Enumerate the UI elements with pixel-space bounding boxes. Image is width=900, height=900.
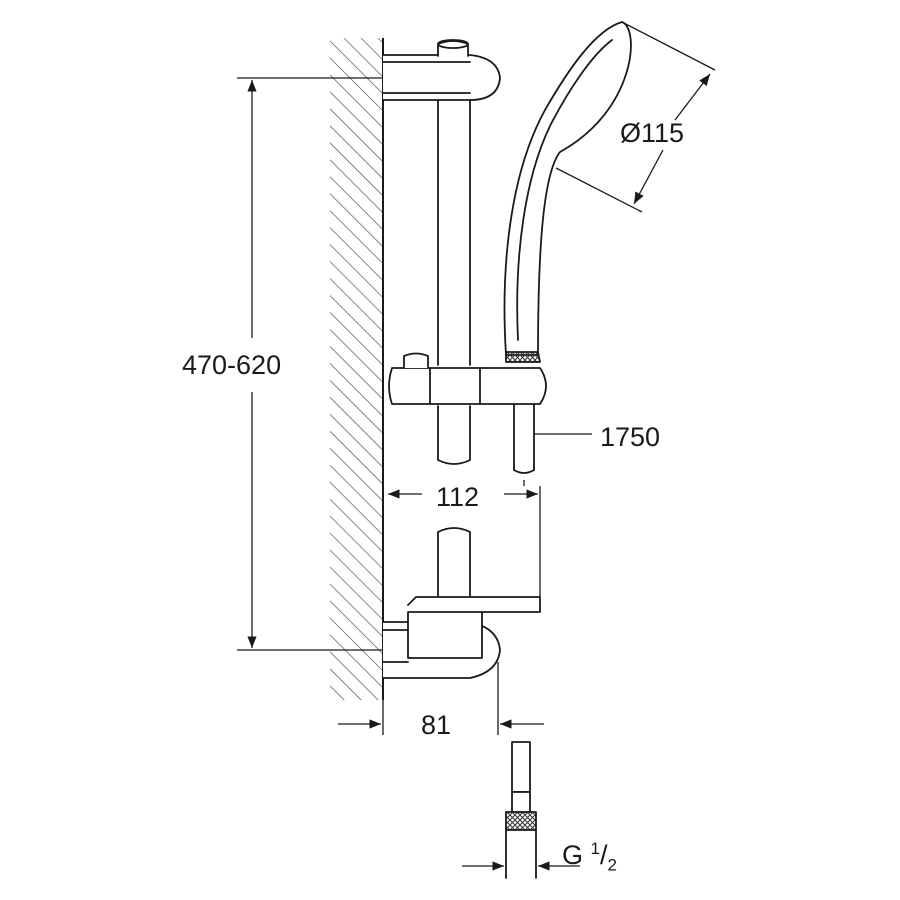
hose-connector xyxy=(505,741,537,879)
height-dimension xyxy=(237,77,383,651)
diameter-dimension xyxy=(555,21,716,213)
thread-numerator: 1 xyxy=(590,839,600,858)
slide-rail xyxy=(437,99,471,606)
wall-hatching xyxy=(330,38,383,700)
wall-offset-dimension xyxy=(338,662,544,735)
slider-offset-label: 112 xyxy=(436,482,480,512)
hose-length-label: 1750 xyxy=(600,422,661,452)
hand-shower xyxy=(503,21,632,363)
thread-prefix: G xyxy=(562,840,591,870)
slider-offset-dimension xyxy=(388,480,541,597)
slider-holder xyxy=(388,352,547,474)
thread-label: G 1/2 xyxy=(562,839,617,875)
thread-denominator: 2 xyxy=(607,855,617,875)
wall xyxy=(330,38,384,700)
top-bracket xyxy=(382,39,501,101)
diameter-label: Ø115 xyxy=(620,118,685,148)
soap-tray xyxy=(382,596,541,679)
wall-offset-label: 81 xyxy=(421,710,452,740)
height-range-label: 470-620 xyxy=(182,350,282,380)
